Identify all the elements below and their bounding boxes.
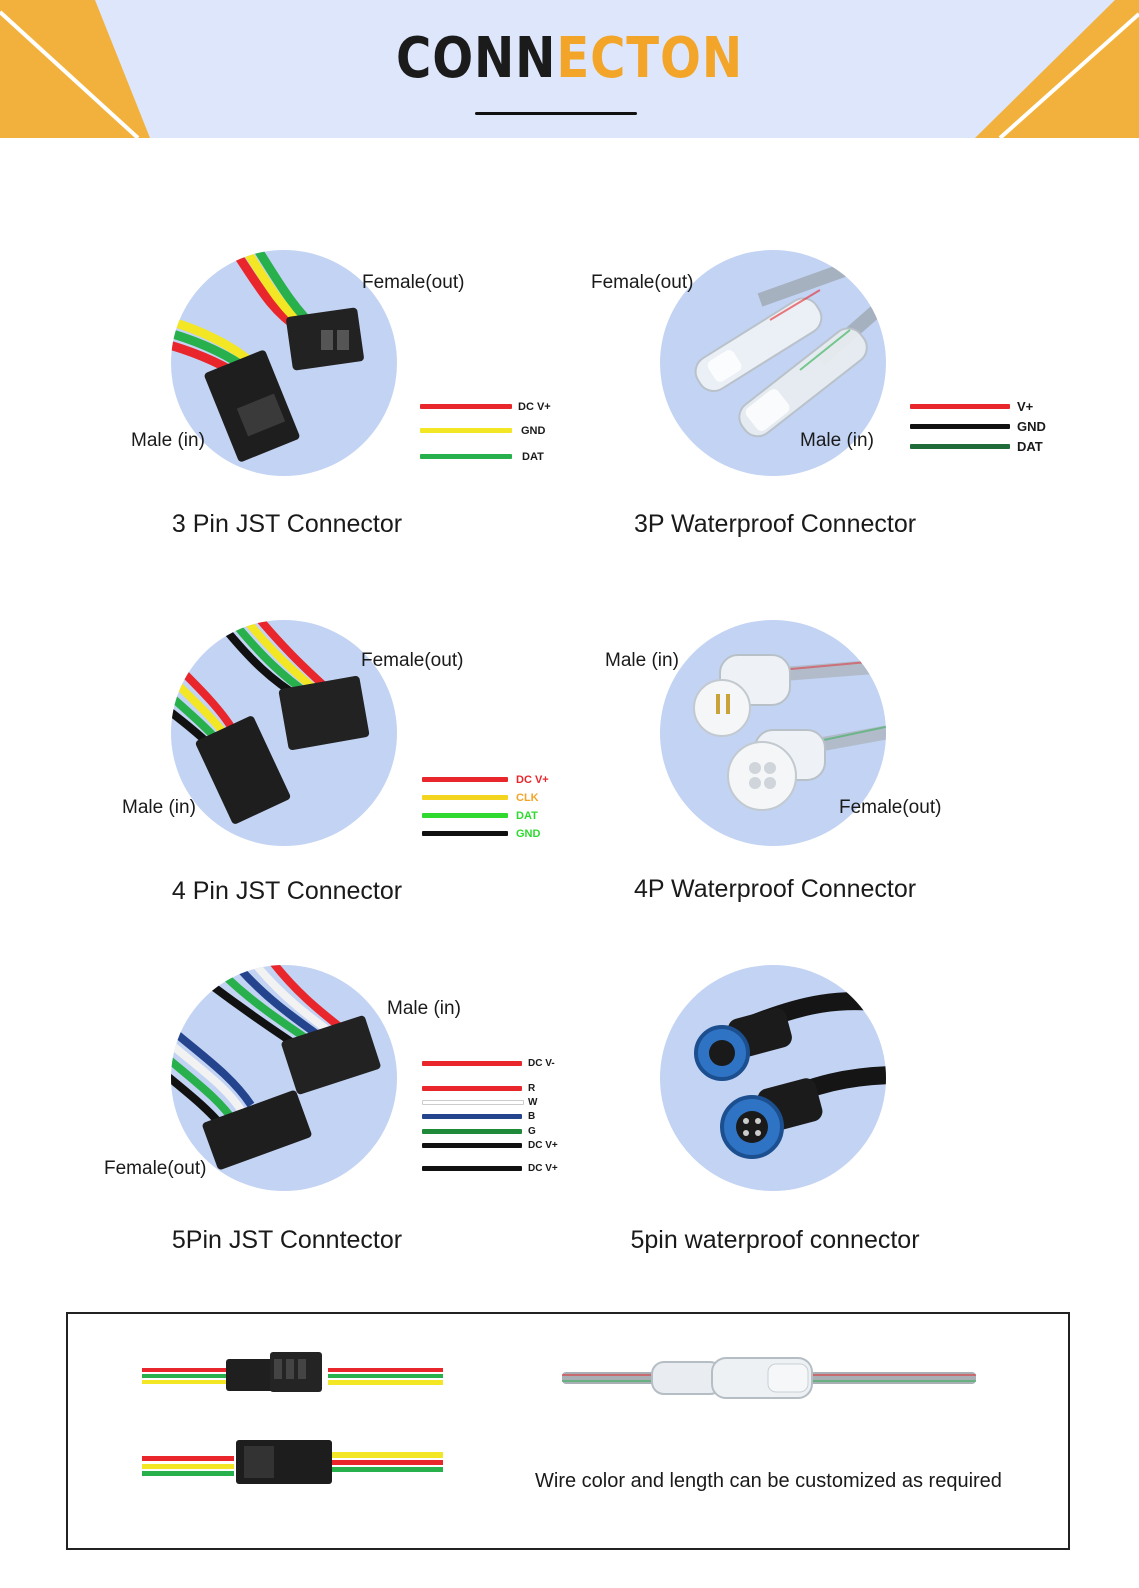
male-label: Male (in) bbox=[605, 650, 679, 671]
legend-label: DAT bbox=[522, 451, 544, 463]
legend-label: B bbox=[528, 1111, 536, 1122]
page-title: CONNECTON bbox=[80, 26, 1060, 92]
legend-wire bbox=[422, 813, 508, 818]
legend-wire bbox=[422, 1143, 522, 1148]
male-label: Male (in) bbox=[122, 797, 196, 818]
legend-label: GND bbox=[516, 828, 541, 840]
male-label: Male (in) bbox=[387, 998, 461, 1019]
legend-wire bbox=[910, 444, 1010, 449]
legend-label: DC V+ bbox=[528, 1140, 558, 1151]
legend-label: CLK bbox=[516, 792, 539, 804]
legend-label: GND bbox=[1017, 419, 1046, 434]
customization-panel bbox=[66, 1312, 1070, 1550]
legend-wire bbox=[422, 1166, 522, 1171]
legend-label: DC V+ bbox=[528, 1163, 558, 1174]
legend-wire bbox=[422, 795, 508, 800]
cable-photos bbox=[142, 1352, 976, 1484]
customization-note: Wire color and length can be customized … bbox=[535, 1470, 1002, 1492]
right-corner-shape bbox=[975, 0, 1139, 138]
legend-label: R bbox=[528, 1083, 536, 1094]
connector-photo-5pin-waterproof bbox=[660, 965, 886, 1191]
connector-photo-4pin-jst bbox=[171, 620, 397, 846]
legend-label: GND bbox=[521, 425, 546, 437]
legend-wire bbox=[420, 404, 512, 409]
female-label: Female(out) bbox=[361, 650, 464, 671]
legend-wire bbox=[422, 1086, 522, 1091]
connector-photo-5pin-jst bbox=[171, 965, 397, 1191]
title-accent-part: ECTON bbox=[556, 26, 743, 91]
connector-photo-3pin-jst bbox=[171, 250, 397, 476]
legend-label: V+ bbox=[1017, 399, 1034, 414]
legend-wire bbox=[422, 831, 508, 836]
legend-wire bbox=[420, 428, 512, 433]
male-label: Male (in) bbox=[131, 430, 205, 451]
connector-name: 4 Pin JST Connector bbox=[171, 877, 403, 905]
legend-wire bbox=[422, 1114, 522, 1119]
connector-name: 4P Waterproof Connector bbox=[633, 875, 917, 903]
legend-wire bbox=[910, 404, 1010, 409]
male-label: Male (in) bbox=[800, 430, 874, 451]
connector-photo-4p-waterproof bbox=[660, 620, 886, 846]
waterproof-cable-pair bbox=[562, 1357, 976, 1399]
legend-wire bbox=[910, 424, 1010, 429]
jst-cable-pair-top bbox=[142, 1352, 443, 1392]
jst-cable-pair-bottom bbox=[142, 1440, 443, 1484]
legend-label: DC V+ bbox=[516, 774, 549, 786]
female-label: Female(out) bbox=[104, 1158, 207, 1179]
header-decoration bbox=[0, 0, 1139, 138]
connector-name: 5Pin JST Conntector bbox=[171, 1226, 403, 1254]
legend-wire bbox=[422, 777, 508, 782]
connector-photo-3p-waterproof bbox=[660, 250, 886, 476]
left-corner-shape bbox=[0, 0, 150, 138]
legend-wire bbox=[422, 1100, 524, 1105]
legend-wire bbox=[420, 454, 512, 459]
legend-label: W bbox=[528, 1097, 538, 1108]
legend-label: DC V+ bbox=[518, 401, 551, 413]
female-label: Female(out) bbox=[591, 272, 694, 293]
legend-wire bbox=[422, 1061, 522, 1066]
female-label: Female(out) bbox=[839, 797, 942, 818]
legend-label: DC V- bbox=[528, 1058, 555, 1069]
title-underline bbox=[475, 112, 637, 115]
connector-name: 5pin waterproof connector bbox=[630, 1226, 920, 1254]
legend-label: DAT bbox=[1017, 439, 1043, 454]
female-label: Female(out) bbox=[362, 272, 465, 293]
title-dark-part: CONN bbox=[396, 26, 557, 91]
connector-name: 3P Waterproof Connector bbox=[633, 510, 917, 538]
legend-wire bbox=[422, 1129, 522, 1134]
page-header: CONNECTON bbox=[0, 0, 1139, 138]
connector-name: 3 Pin JST Connector bbox=[171, 510, 403, 538]
legend-label: G bbox=[528, 1126, 536, 1137]
legend-label: DAT bbox=[516, 810, 538, 822]
